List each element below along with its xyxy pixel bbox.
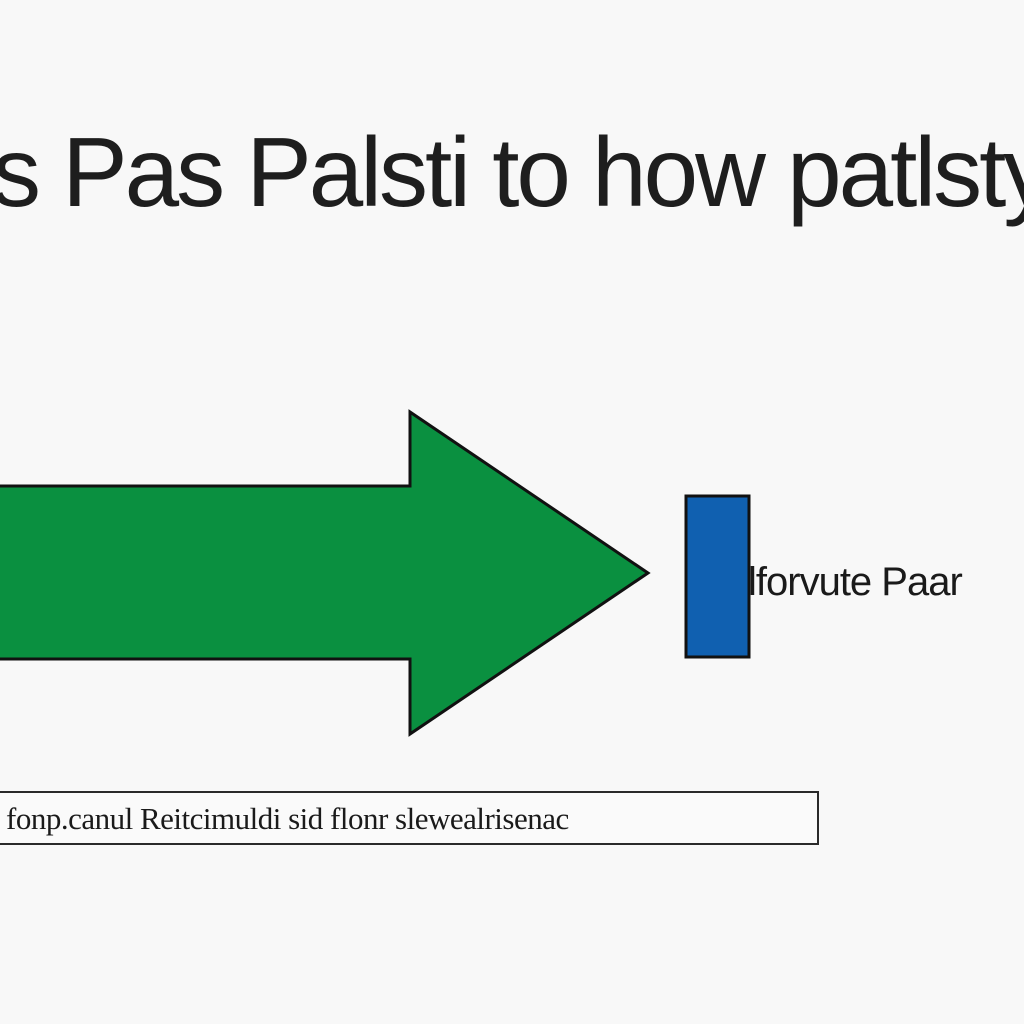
caption-box: fonp.canul Reitcimuldi sid flonr sleweal… xyxy=(0,791,819,845)
right-arrow-icon xyxy=(0,409,651,737)
block-label: lforvute Paar xyxy=(748,560,963,604)
blue-block xyxy=(684,494,751,659)
headline-text: s Pas Palsti to how patlstyistic xyxy=(0,117,1024,227)
caption-text: fonp.canul Reitcimuldi sid flonr sleweal… xyxy=(6,801,569,836)
